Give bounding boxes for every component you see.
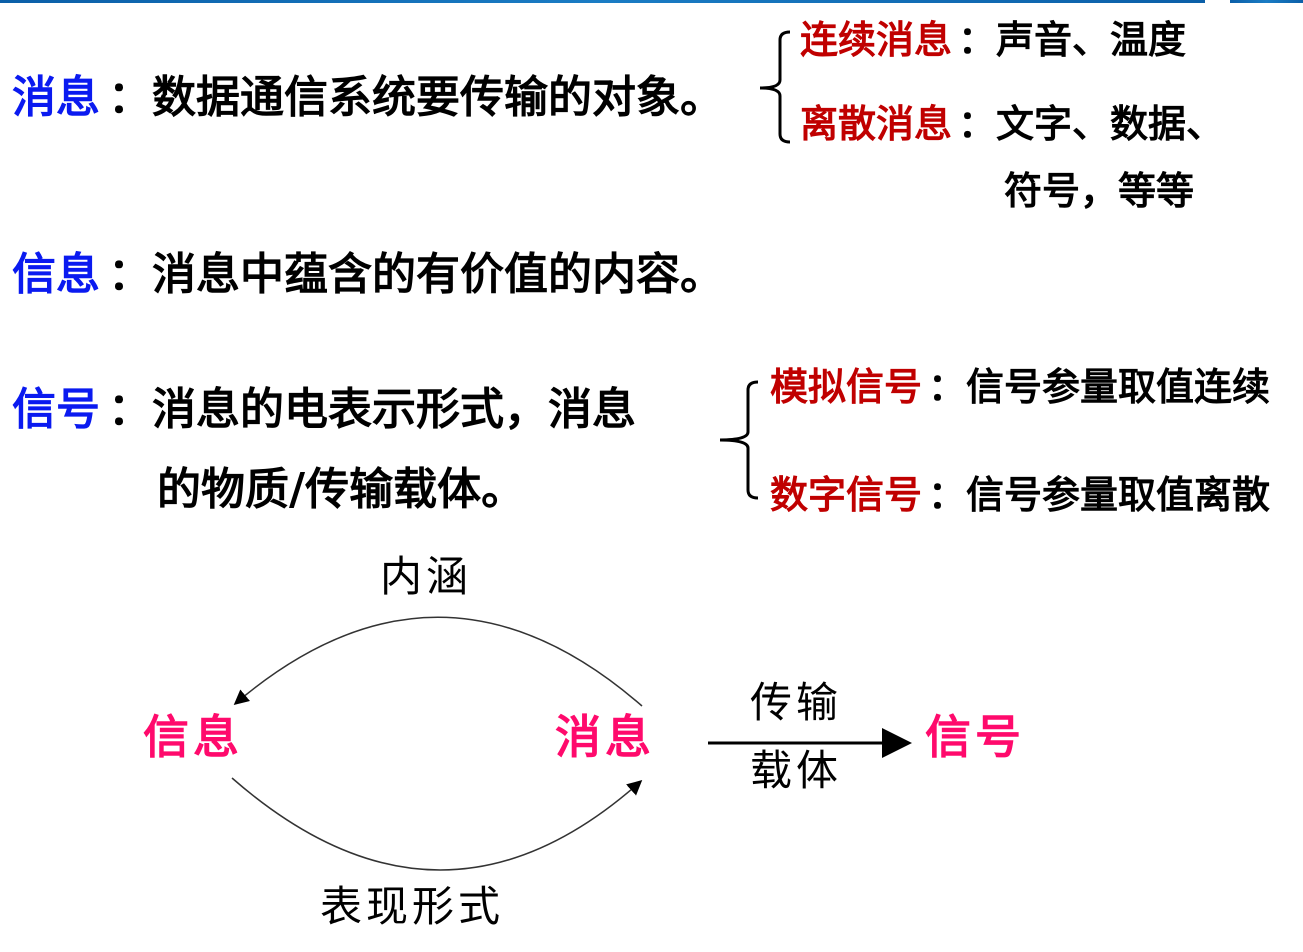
label-content: 内涵 — [380, 552, 473, 601]
definition-signal-line2: 的物质/传输载体。 — [157, 464, 526, 515]
analog-signal-label: 模拟信号 — [770, 365, 923, 409]
label-form: 表现形式 — [320, 882, 505, 931]
discrete-message-examples-cont: 符号，等等 — [1004, 169, 1195, 213]
label-carrier: 载体 — [750, 746, 843, 795]
top-divider-right — [1230, 0, 1303, 3]
definition-message: ：数据通信系统要传输的对象。 — [108, 72, 724, 123]
top-divider — [0, 0, 1205, 3]
discrete-message-examples: ：文字、数据、 — [958, 102, 1225, 146]
definition-information: ：消息中蕴含的有价值的内容。 — [108, 249, 724, 300]
arc-form-arrow — [231, 777, 643, 871]
analog-signal-desc: ：信号参量取值连续 — [928, 365, 1271, 409]
term-information: 信息 — [12, 249, 100, 300]
continuous-message-label: 连续消息 — [800, 18, 953, 62]
term-message: 消息 — [12, 72, 100, 123]
label-transmit: 传输 — [750, 678, 843, 727]
node-signal: 信号 — [925, 710, 1025, 764]
term-signal: 信号 — [12, 384, 100, 435]
discrete-message-label: 离散消息 — [800, 102, 953, 146]
definition-signal-line1: ：消息的电表示形式，消息 — [108, 384, 636, 435]
node-message: 消息 — [555, 710, 655, 764]
continuous-message-examples: ：声音、温度 — [958, 18, 1187, 62]
bracket-signal-types — [719, 380, 759, 500]
node-information: 信息 — [143, 710, 243, 764]
arc-content-arrow — [233, 616, 643, 707]
digital-signal-desc: ：信号参量取值离散 — [928, 473, 1271, 517]
bracket-message-types — [759, 30, 791, 144]
digital-signal-label: 数字信号 — [770, 473, 923, 517]
